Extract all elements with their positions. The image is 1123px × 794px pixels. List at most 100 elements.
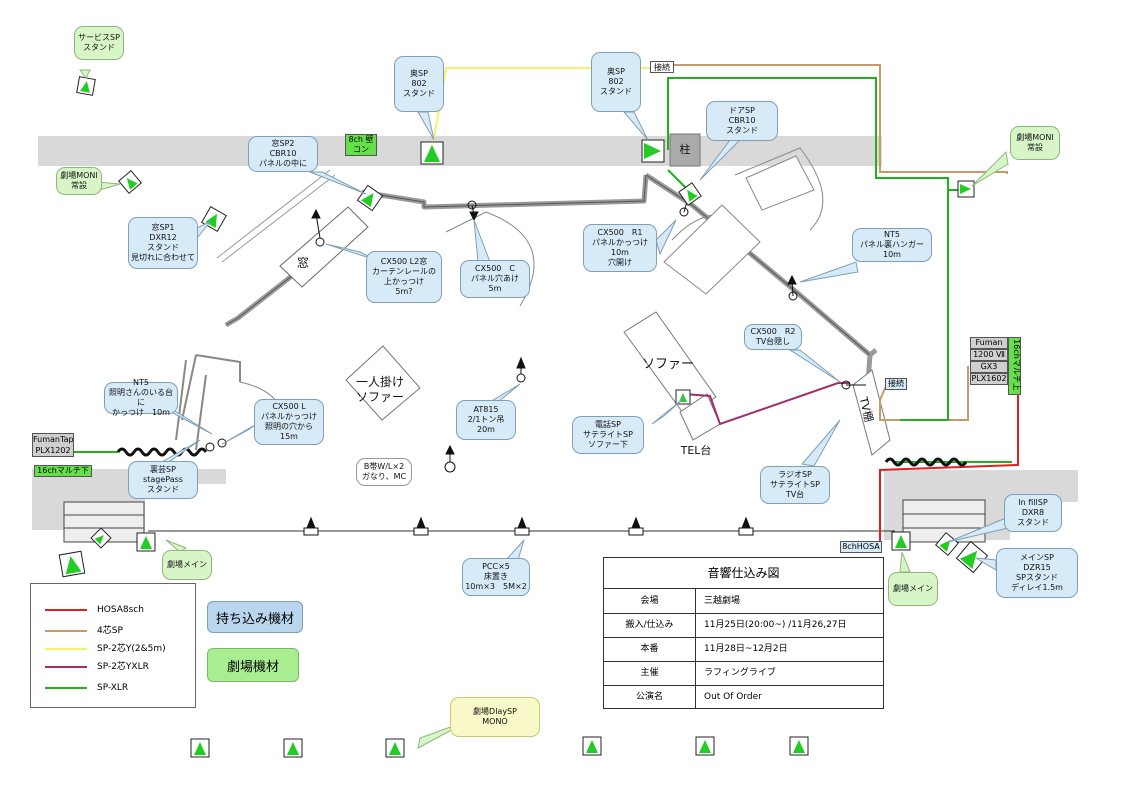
legend-label: 4芯SP (97, 626, 123, 636)
back-wall (38, 136, 882, 166)
info-row: 会場三越劇場 (604, 589, 883, 614)
callout-cx500-l2: CX500 L2窓 カーテンレールの 上かっつけ 5m? (366, 251, 442, 303)
legend-house: 劇場機材 (207, 648, 299, 682)
legend-swatch (45, 648, 87, 650)
callout-delay-sp: 劇場DlaySP MONO (450, 697, 540, 737)
mic-arrows (311, 197, 866, 462)
cable-yellow (431, 67, 652, 151)
callout-cx500-l: CX500 L パネルかっつけ 照明の穴から 15m (254, 399, 324, 445)
info-value: 11月28日~12月2日 (704, 644, 788, 654)
window-unit (279, 206, 369, 288)
door-arcs (239, 147, 824, 431)
callout-oku-sp-right: 奥SP 802 スタンド (591, 52, 641, 112)
callout-service-sp: サービスSP スタンド (74, 26, 124, 60)
cable-coil-right (884, 457, 968, 467)
legend-swatch (45, 666, 87, 668)
info-row: 本番 11月28日~12月2日 (604, 637, 883, 662)
stairs-left (63, 501, 145, 543)
callout-tails (147, 111, 1009, 571)
box-wall-con: 8ch 壁コン (345, 134, 377, 156)
info-row: 搬入/仕込み 11月25日(20:00~) /11月26,27日 (604, 613, 883, 638)
multi-right-text: 16chマルチ上 (1012, 339, 1021, 391)
callout-main-right: 劇場メイン (888, 572, 938, 606)
callout-nt5-right: NT5 パネル裏ハンガー 10m (852, 228, 932, 262)
box-fuman-tap: FumanTap PLX1202 (32, 433, 74, 457)
cable-coil-left (116, 447, 208, 457)
info-value: ラフィングライブ (704, 668, 776, 678)
legend-swatch (45, 687, 87, 689)
info-value: 11月25日(20:00~) /11月26,27日 (704, 620, 847, 630)
info-key: 公演名 (604, 685, 696, 709)
info-key: 会場 (604, 589, 696, 613)
callout-at815: AT815 2/1トン吊 20m (456, 400, 516, 440)
legend-label: SP-2芯Y(2&5m) (97, 644, 166, 654)
info-key: 主催 (604, 661, 696, 685)
legend-label: HOSA8sch (97, 605, 144, 615)
info-table: 音響仕込み図 会場三越劇場 搬入/仕込み 11月25日(20:00~) /11月2… (603, 557, 884, 709)
legend-row: HOSA8sch (31, 603, 197, 617)
info-row: 主催ラフィングライブ (604, 661, 883, 686)
callout-b-wl: B帯W/L×2 ガなり、MC (356, 458, 412, 486)
callout-moni-left: 劇場MONI 常設 (56, 167, 102, 195)
label-sofa: ソファー (641, 357, 694, 372)
info-key: 本番 (604, 637, 696, 661)
callout-radio-sp: ラジオSP サテライトSP TV台 (760, 466, 830, 504)
legend-row: 4芯SP (31, 624, 197, 638)
info-row: 公演名 Out Of Order (604, 685, 883, 709)
tag-setsuzoku-top: 接続 (650, 61, 674, 73)
tag-hosa: 8chHOSA (840, 541, 882, 553)
callout-denwa-sp: 電話SP サテライトSP ソファー下 (572, 416, 644, 454)
legend-label: SP-2芯YXLR (97, 662, 149, 672)
speaker-icons (58, 76, 989, 758)
batten-markers (303, 516, 754, 536)
legend-swatch (45, 630, 87, 632)
callout-mado-sp2: 窓SP2 CBR10 パネルの中に (248, 136, 318, 172)
callout-main-left: 劇場メイン (162, 550, 212, 580)
callout-oku-sp-left: 奥SP 802 スタンド (394, 56, 444, 112)
door-panels (663, 155, 815, 295)
callout-door-sp: ドアSP CBR10 スタンド (706, 101, 778, 141)
window-glass (216, 169, 331, 259)
box-multi-left: 16chマルチ下 (34, 465, 92, 477)
callout-cx500-r1: CX500 R1 パネルかっつけ 10m 穴開け (583, 224, 657, 272)
callout-moni-right: 劇場MONI 常設 (1010, 126, 1060, 160)
callout-uragei-sp: 裏芸SP stagePass スタンド (128, 461, 198, 499)
callout-main-sp: メインSP DZR15 SPスタンド ディレイ1.5m (996, 548, 1078, 598)
pillar (669, 133, 701, 167)
legend-row: SP-XLR (31, 681, 197, 695)
info-value: Out Of Order (704, 692, 762, 702)
rack-item: Fuman (970, 337, 1008, 349)
legend-label: SP-XLR (97, 683, 129, 693)
cable-hosa (879, 350, 1019, 545)
tag-setsuzoku-mid: 接続 (885, 378, 907, 390)
callout-infill: In fillSP DXR8 スタンド (1004, 494, 1062, 532)
legend-swatch (45, 609, 87, 611)
callout-cx500-c: CX500 C パネル穴あけ 5m (460, 260, 530, 298)
label-pillar: 柱 (679, 143, 691, 156)
label-mado: 窓 (296, 256, 309, 270)
label-hitori-sofa: 一人掛け ソファー (355, 375, 404, 404)
fuman-rack: Fuman 1200 Ⅶ GX3 PLX1602 (970, 337, 1008, 385)
label-tel: TEL台 (680, 444, 712, 457)
legend-row: SP-2芯YXLR (31, 660, 197, 674)
callout-pcc: PCC×5 床置き 10m×3 5M×2 (462, 558, 530, 596)
cable-4core (662, 64, 1008, 421)
legend-bring-in: 持ち込み機材 (207, 601, 303, 633)
set-walls (224, 172, 878, 409)
left-side-walls (175, 354, 241, 451)
box-multi-right: 16chマルチ上 (1008, 337, 1021, 395)
rack-item: 1200 Ⅶ (970, 349, 1008, 361)
callout-cx500-r2: CX500 R2 TV台隠し (744, 324, 802, 350)
callout-mado-sp1: 窓SP1 DXR12 スタンド 見切れに合わせて (128, 217, 198, 269)
legend: HOSA8sch 4芯SP SP-2芯Y(2&5m) SP-2芯YXLR SP-… (30, 583, 196, 708)
info-title: 音響仕込み図 (604, 558, 883, 589)
info-value: 三越劇場 (704, 596, 741, 606)
rack-item: PLX1602 (970, 373, 1008, 385)
window-glass-2 (221, 174, 336, 263)
info-key: 搬入/仕込み (604, 613, 696, 637)
legend-row: SP-2芯Y(2&5m) (31, 642, 197, 656)
callout-nt5-left: NT5 照明さんのいる台に かっつけ 10m (104, 378, 178, 417)
rack-item: GX3 (970, 361, 1008, 373)
